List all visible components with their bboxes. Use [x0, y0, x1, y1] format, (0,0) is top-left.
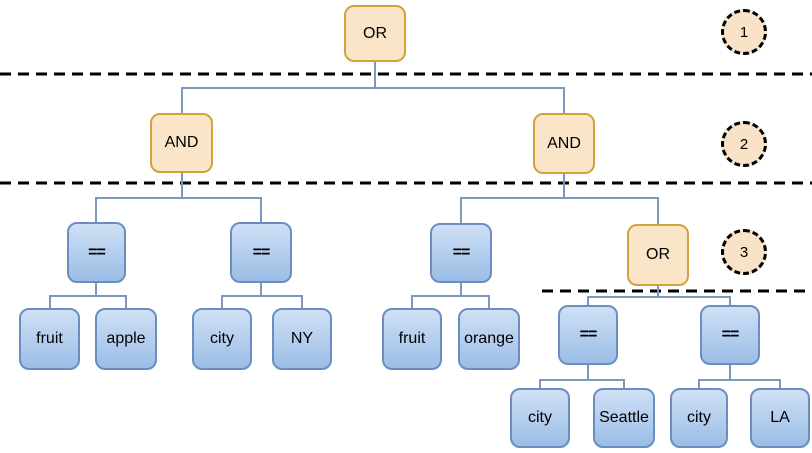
tree-node-eq-5: == — [700, 305, 760, 365]
tree-node-eq-3: == — [430, 223, 492, 283]
connector-eq2-to-leaves — [221, 283, 303, 308]
tree-node-and-left: AND — [150, 113, 213, 173]
connector-eq3-to-leaves — [411, 283, 490, 308]
tree-node-and-right: AND — [533, 113, 595, 174]
tree-leaf-orange: orange — [458, 308, 520, 370]
connector-andleft-to-eqs — [95, 173, 262, 222]
connector-eq4-to-leaves — [539, 365, 625, 388]
tree-leaf-city-3: city — [670, 388, 728, 448]
tree-node-eq-2: == — [230, 222, 292, 283]
tree-leaf-city-2: city — [510, 388, 570, 448]
tree-node-eq-4: == — [558, 305, 618, 365]
connector-root-to-ands — [181, 62, 565, 113]
level-badge-2: 2 — [721, 121, 767, 167]
tree-leaf-fruit-2: fruit — [382, 308, 442, 370]
connector-inneror-to-eqs — [587, 286, 731, 305]
level-badge-3: 3 — [721, 229, 767, 275]
level-badge-1: 1 — [721, 9, 767, 55]
tree-leaf-city-1: city — [192, 308, 252, 370]
tree-node-inner-or: OR — [627, 224, 689, 286]
tree-leaf-ny: NY — [272, 308, 332, 370]
tree-leaf-seattle: Seattle — [593, 388, 655, 448]
tree-node-root-or: OR — [344, 5, 406, 62]
tree-node-eq-1: == — [67, 222, 126, 283]
tree-leaf-la: LA — [750, 388, 810, 448]
tree-leaf-apple: apple — [95, 308, 157, 370]
connector-eq1-to-leaves — [49, 283, 127, 308]
tree-leaf-fruit-1: fruit — [19, 308, 80, 370]
connector-andright-to-children — [460, 174, 659, 224]
connector-eq5-to-leaves — [698, 365, 781, 388]
